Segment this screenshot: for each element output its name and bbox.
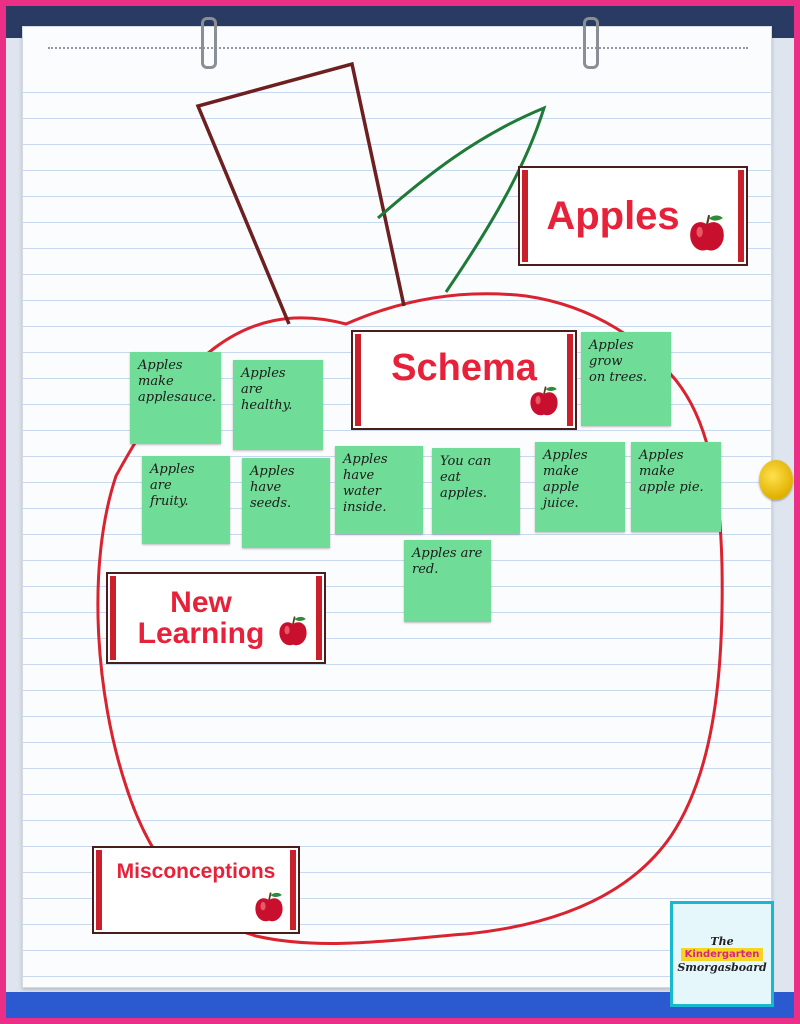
sticky-note: Apples are red. (404, 540, 491, 622)
note-text: Apples make applesauce. (138, 358, 217, 405)
red-apple-icon (690, 214, 724, 251)
card-title: Apples (546, 194, 680, 238)
card-title: Schema (391, 347, 537, 390)
sticky-note: Apples are fruity. (142, 456, 230, 544)
card-title: Misconceptions (116, 859, 276, 883)
note-text: Apples grow on trees. (589, 338, 647, 385)
logo-line: Kindergarten (680, 947, 764, 961)
note-text: Apples are fruity. (150, 462, 195, 509)
apples-title-card: Apples (518, 166, 748, 266)
binder-clip (201, 17, 217, 69)
photo-frame: Apples Schema New Learning (6, 6, 794, 1018)
misconceptions-card: Misconceptions (92, 846, 300, 934)
note-text: You can eat apples. (440, 454, 492, 501)
apple-leaf (377, 105, 547, 293)
apple-stem (195, 61, 406, 325)
red-apple-icon (255, 892, 283, 922)
sticky-note: Apples make apple juice. (535, 442, 625, 532)
note-text: Apples have water inside. (343, 452, 388, 515)
sticky-note: Apples grow on trees. (581, 332, 671, 426)
new-learning-card: New Learning (106, 572, 326, 664)
note-text: Apples make apple juice. (543, 448, 588, 511)
easel-tray (6, 992, 794, 1018)
kindergarten-smorgasboard-logo: The Kindergarten Smorgasboard (670, 901, 774, 1007)
sticky-note: You can eat apples. (432, 448, 520, 534)
perforation (48, 47, 748, 49)
binder-clip (583, 17, 599, 69)
schema-card: Schema (351, 330, 577, 430)
note-text: Apples are healthy. (241, 366, 293, 413)
red-apple-icon (530, 386, 558, 416)
sticky-note: Apples are healthy. (233, 360, 323, 450)
logo-line: Smorgasboard (677, 960, 767, 974)
yellow-magnet (759, 460, 793, 500)
note-text: Apples make apple pie. (639, 448, 704, 495)
card-title: New Learning (137, 585, 265, 650)
sticky-note: Apples have seeds. (242, 458, 330, 548)
logo-line: The (710, 934, 734, 948)
note-text: Apples are red. (412, 546, 483, 577)
sticky-note: Apples have water inside. (335, 446, 423, 534)
sticky-note: Apples make apple pie. (631, 442, 721, 532)
sticky-note: Apples make applesauce. (130, 352, 221, 444)
note-text: Apples have seeds. (250, 464, 295, 511)
red-apple-icon (279, 616, 307, 646)
easel-board: Apples Schema New Learning (6, 6, 794, 1018)
